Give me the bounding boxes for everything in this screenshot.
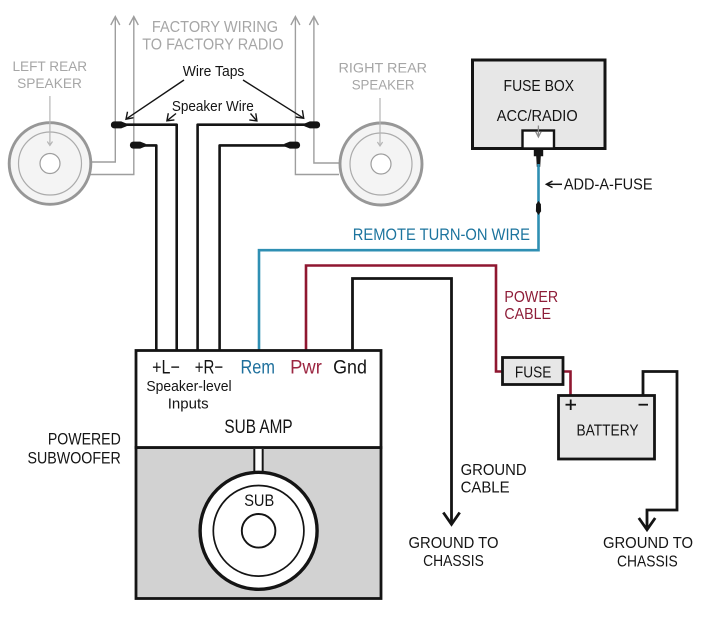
svg-text:FUSE: FUSE [515, 364, 551, 381]
svg-text:RIGHT REAR: RIGHT REAR [339, 59, 428, 75]
svg-text:ACC/RADIO: ACC/RADIO [497, 108, 578, 125]
svg-text:REMOTE TURN-ON WIRE: REMOTE TURN-ON WIRE [353, 225, 530, 244]
svg-text:LEFT REAR: LEFT REAR [12, 58, 87, 74]
svg-text:+L−: +L− [152, 357, 180, 379]
svg-text:BATTERY: BATTERY [577, 422, 639, 439]
svg-text:Pwr: Pwr [290, 357, 322, 379]
svg-text:POWER: POWER [504, 289, 558, 306]
svg-text:TO FACTORY RADIO: TO FACTORY RADIO [142, 37, 283, 54]
svg-text:Inputs: Inputs [168, 396, 209, 413]
svg-text:Speaker Wire: Speaker Wire [172, 98, 254, 115]
svg-text:GROUND TO: GROUND TO [603, 535, 693, 552]
svg-text:SPEAKER: SPEAKER [352, 77, 415, 93]
svg-text:ADD-A-FUSE: ADD-A-FUSE [564, 177, 653, 194]
svg-text:SPEAKER: SPEAKER [17, 75, 82, 91]
svg-text:Wire Taps: Wire Taps [183, 63, 245, 80]
svg-text:Speaker-level: Speaker-level [146, 378, 231, 395]
svg-text:POWERED: POWERED [48, 430, 121, 448]
svg-text:Rem: Rem [241, 357, 275, 379]
svg-text:SUBWOOFER: SUBWOOFER [28, 450, 121, 468]
svg-text:Gnd: Gnd [333, 357, 367, 379]
svg-text:SUB: SUB [244, 491, 274, 510]
svg-text:CABLE: CABLE [504, 306, 551, 323]
svg-text:GROUND TO: GROUND TO [409, 535, 499, 552]
svg-text:SUB AMP: SUB AMP [224, 416, 292, 438]
svg-text:FUSE BOX: FUSE BOX [504, 78, 575, 95]
svg-text:FACTORY WIRING: FACTORY WIRING [152, 19, 278, 36]
svg-text:GROUND: GROUND [461, 462, 527, 479]
svg-text:+R−: +R− [195, 357, 223, 379]
svg-text:CABLE: CABLE [461, 479, 510, 496]
svg-text:CHASSIS: CHASSIS [423, 553, 484, 570]
svg-text:CHASSIS: CHASSIS [617, 554, 678, 571]
